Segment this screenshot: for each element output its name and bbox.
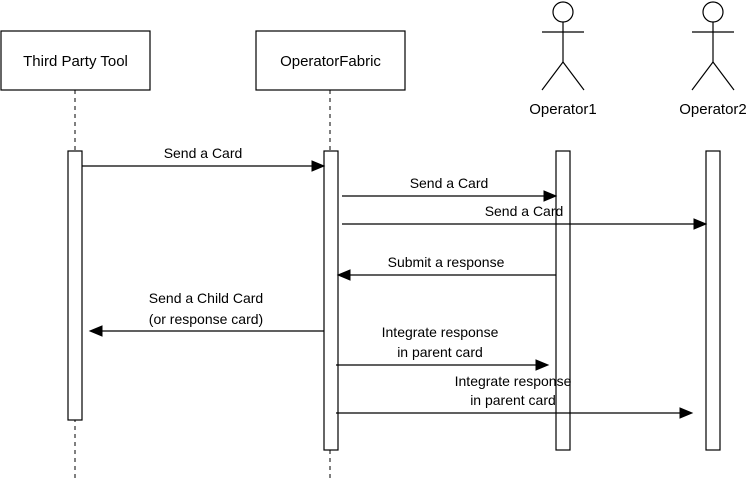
arrow-head-icon <box>679 407 694 419</box>
message-label: Send a Card <box>410 175 489 191</box>
message-label-line2: (or response card) <box>149 311 263 327</box>
message-label: Send a Card <box>485 203 564 219</box>
stick-figure-icon <box>541 1 585 91</box>
arrow-head-icon <box>88 325 103 337</box>
message-label: Send a Card <box>164 145 243 161</box>
activation-operator1 <box>555 150 571 451</box>
arrow-head-icon <box>693 218 708 230</box>
message-integrate-response-2: Integrate response in parent card <box>336 373 694 419</box>
participant-box <box>255 30 406 91</box>
message-send-card-2: Send a Card <box>342 175 558 202</box>
message-send-card-1: Send a Card <box>82 145 326 172</box>
arrow-head-icon <box>311 160 326 172</box>
participant-label: Third Party Tool <box>23 53 128 70</box>
message-label-line1: Integrate response <box>382 324 499 340</box>
actor-label: Operator1 <box>529 101 597 118</box>
message-send-card-3: Send a Card <box>342 203 708 230</box>
activation-operator2 <box>705 150 721 451</box>
arrow-head-icon <box>336 269 351 281</box>
participant-operatorfabric: OperatorFabric <box>255 30 406 91</box>
message-label-line1: Integrate response <box>455 373 572 389</box>
stick-figure-icon <box>691 1 735 91</box>
message-label: Submit a response <box>388 254 505 270</box>
message-label-line1: Send a Child Card <box>149 290 263 306</box>
message-integrate-response-1: Integrate response in parent card <box>336 324 550 371</box>
actor-operator1: Operator1 <box>529 1 597 118</box>
participant-label: OperatorFabric <box>280 53 381 70</box>
activation-third-party-tool <box>67 150 83 421</box>
activation-operatorfabric <box>323 150 339 451</box>
message-send-child-card: Send a Child Card (or response card) <box>88 290 324 337</box>
message-label-line2: in parent card <box>470 392 556 408</box>
message-submit-response: Submit a response <box>336 254 556 281</box>
arrow-head-icon <box>543 190 558 202</box>
actor-operator2: Operator2 <box>679 1 747 118</box>
arrow-head-icon <box>535 359 550 371</box>
message-label-line2: in parent card <box>397 344 483 360</box>
participant-third-party-tool: Third Party Tool <box>0 30 151 91</box>
actor-label: Operator2 <box>679 101 747 118</box>
participant-box <box>0 30 151 91</box>
